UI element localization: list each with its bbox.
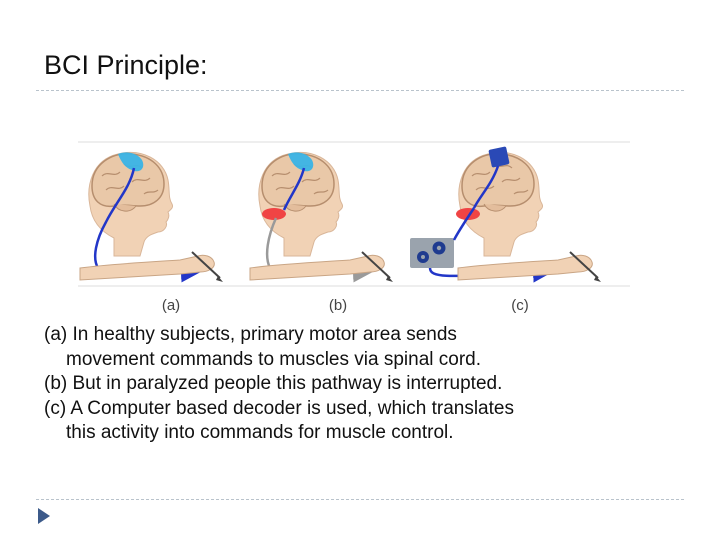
caption-line-c: (c) A Computer based decoder is used, wh… xyxy=(44,397,514,419)
bci-diagram-svg: (a) (b) (c) xyxy=(78,141,630,314)
panel-b-label: (b) xyxy=(329,297,347,314)
title-divider xyxy=(36,90,684,91)
triangle-bullet-icon xyxy=(38,508,50,529)
decoder-box xyxy=(410,238,454,268)
caption-line-a-cont: movement commands to muscles via spinal … xyxy=(66,348,481,370)
panel-b xyxy=(249,151,394,283)
slide-title: BCI Principle: xyxy=(44,50,208,80)
gear-icon xyxy=(417,241,446,263)
caption-line-a: (a) In healthy subjects, primary motor a… xyxy=(44,324,457,345)
caption-line-b: (b) But in paralyzed people this pathway… xyxy=(44,373,503,394)
caption-line-c-cont: this activity into commands for muscle c… xyxy=(66,422,454,443)
bci-diagram: (a) (b) (c) xyxy=(78,140,634,320)
panel-c-label: (c) xyxy=(511,297,529,314)
panel-a-label: (a) xyxy=(162,297,180,314)
footer-divider xyxy=(36,499,684,500)
panel-c xyxy=(410,146,602,283)
caption: (a) In healthy subjects, primary motor a… xyxy=(44,323,684,446)
panel-a xyxy=(79,151,224,283)
